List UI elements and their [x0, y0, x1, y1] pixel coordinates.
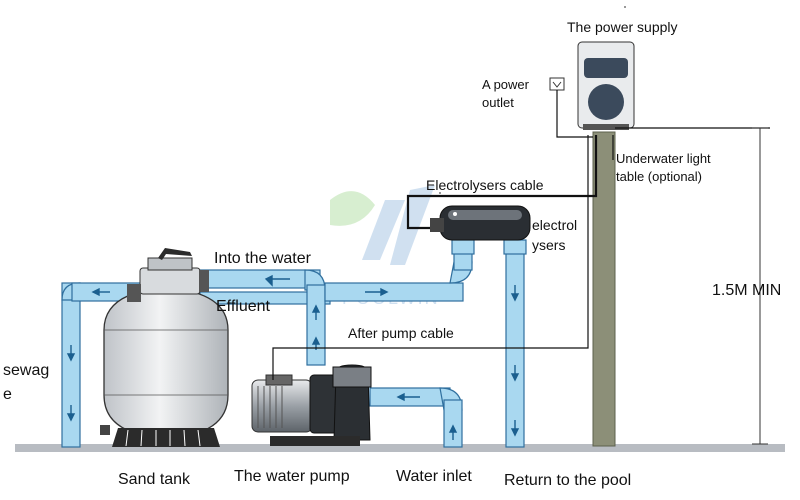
power-outlet-icon	[549, 77, 565, 91]
height-label: 1.5M MIN	[712, 282, 782, 299]
ground-line	[15, 444, 785, 452]
effluent-label: Effluent	[216, 298, 270, 315]
return-to-pool-label: Return to the pool	[504, 472, 632, 489]
sewage-label-line1: sewag	[3, 362, 50, 379]
electrolyser-cell	[430, 205, 531, 241]
power-outlet-label-line2: outlet	[482, 95, 514, 110]
water-pump	[251, 364, 372, 446]
height-dimension	[752, 127, 768, 445]
after-pump-cable-label: After pump cable	[348, 325, 454, 341]
electrolysers-label-line1: electrol	[532, 217, 578, 233]
underwater-light-label-line2: table (optional)	[616, 169, 702, 184]
power-supply-label: The power supply	[567, 19, 678, 35]
sand-tank-label: Sand tank	[118, 471, 191, 488]
into-the-water-label: Into the water	[214, 250, 311, 267]
water-inlet-label: Water inlet	[396, 468, 472, 485]
sewage-label-line2: e	[3, 386, 12, 403]
flow-arrows	[66, 274, 520, 440]
cables	[272, 90, 770, 380]
power-supply	[577, 41, 635, 447]
sand-tank	[100, 248, 229, 447]
electrolysers-cable-label: Electrolysers cable	[426, 177, 544, 193]
underwater-light-label-line1: Underwater light	[616, 151, 711, 166]
water-pump-label: The water pump	[234, 468, 350, 485]
tick-marks	[439, 6, 626, 194]
electrolysers-label-line2: ysers	[532, 237, 566, 253]
power-outlet-label-line1: A power	[482, 77, 529, 92]
